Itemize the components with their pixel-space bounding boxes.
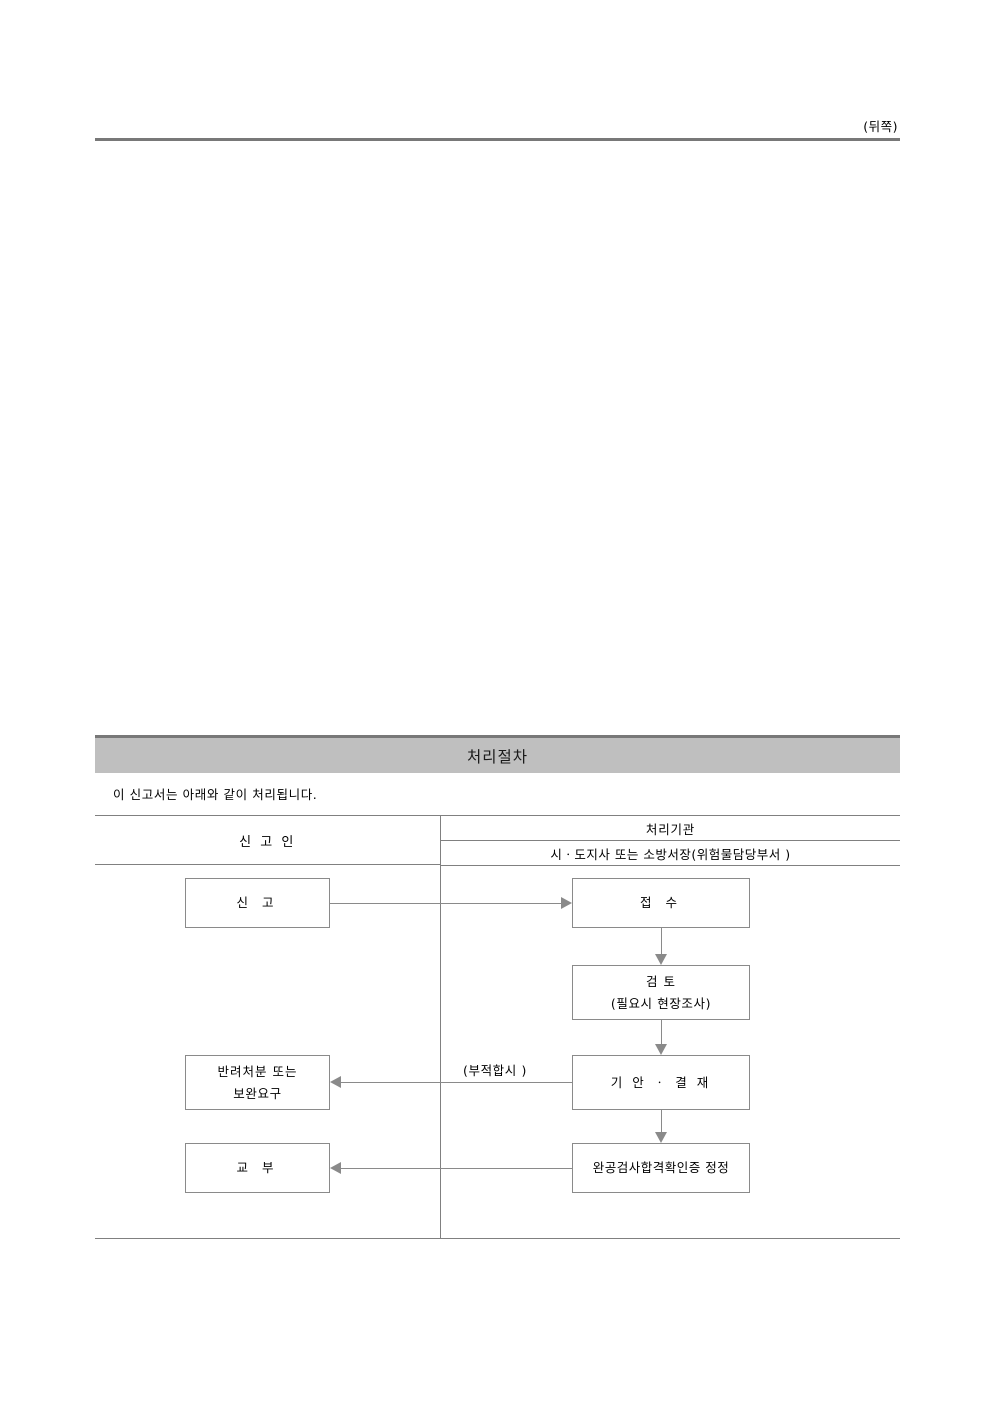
connector-receipt-to-review: [661, 928, 662, 954]
connector-review-to-draft: [661, 1020, 662, 1044]
flow-node-review: 검 토 (필요시 현장조사): [572, 965, 750, 1020]
arrowhead-receipt-to-review: [655, 954, 667, 965]
procedure-title: 처리절차: [466, 747, 529, 766]
flow-node-certificate-correction-label: 완공검사합격확인증 정정: [592, 1160, 730, 1175]
arrowhead-correction-to-issue: [330, 1162, 341, 1174]
edge-label-unsuitable: (부적합시 ): [463, 1063, 527, 1078]
flow-node-certificate-correction: 완공검사합격확인증 정정: [572, 1143, 750, 1193]
flow-node-reject-label: 반려처분 또는: [217, 1063, 298, 1079]
connector-draft-to-reject: [341, 1082, 572, 1083]
flow-node-issuance-label: 교 부: [236, 1160, 279, 1175]
column-header-agency-group: 처리기관 시ㆍ도지사 또는 소방서장(위험물담당부서 ): [440, 816, 900, 866]
arrowhead-report-to-receipt: [561, 897, 572, 909]
column-header-agency: 처리기관: [441, 816, 900, 841]
flow-node-receipt: 접 수: [572, 878, 750, 928]
flow-node-report: 신 고: [185, 878, 330, 928]
flow-node-reject-sublabel: 보완요구: [233, 1085, 282, 1101]
flow-node-report-label: 신 고: [236, 895, 279, 910]
flow-node-review-sublabel: (필요시 현장조사): [610, 995, 712, 1011]
procedure-title-bar: 처리절차: [95, 735, 900, 773]
column-header-agency-detail: 시ㆍ도지사 또는 소방서장(위험물담당부서 ): [441, 841, 900, 866]
procedure-table: 신 고 인 처리기관 시ㆍ도지사 또는 소방서장(위험물담당부서 ) 신 고 접…: [95, 815, 900, 1239]
procedure-flowchart: 신 고 접 수 검 토 (필요시 현장조사) 반려처분 또는 보완요구 기 안 …: [95, 866, 900, 1239]
flow-bottom-rule: [95, 1238, 900, 1239]
flow-node-issuance: 교 부: [185, 1143, 330, 1193]
arrowhead-draft-to-correction: [655, 1132, 667, 1143]
flow-column-divider: [440, 866, 441, 1238]
flow-node-review-label: 검 토: [646, 973, 676, 989]
flow-node-draft-approval: 기 안 ㆍ 결 재: [572, 1055, 750, 1110]
connector-draft-to-correction: [661, 1110, 662, 1132]
column-header-applicant: 신 고 인: [95, 816, 440, 865]
flow-node-reject: 반려처분 또는 보완요구: [185, 1055, 330, 1110]
page-side-label: (뒤쪽): [863, 119, 898, 134]
connector-correction-to-issue: [341, 1168, 572, 1169]
page-header: (뒤쪽): [95, 118, 900, 141]
connector-report-to-receipt: [330, 903, 561, 904]
flow-node-draft-approval-label: 기 안 ㆍ 결 재: [610, 1074, 712, 1090]
arrowhead-draft-to-reject: [330, 1076, 341, 1088]
procedure-table-header: 신 고 인 처리기관 시ㆍ도지사 또는 소방서장(위험물담당부서 ): [95, 816, 900, 866]
header-rule: [95, 138, 900, 141]
procedure-note: 이 신고서는 아래와 같이 처리됩니다.: [113, 787, 318, 802]
procedure-section: 처리절차 이 신고서는 아래와 같이 처리됩니다. 신 고 인 처리기관 시ㆍ도…: [95, 735, 900, 1239]
flow-node-receipt-label: 접 수: [640, 895, 682, 910]
arrowhead-review-to-draft: [655, 1044, 667, 1055]
